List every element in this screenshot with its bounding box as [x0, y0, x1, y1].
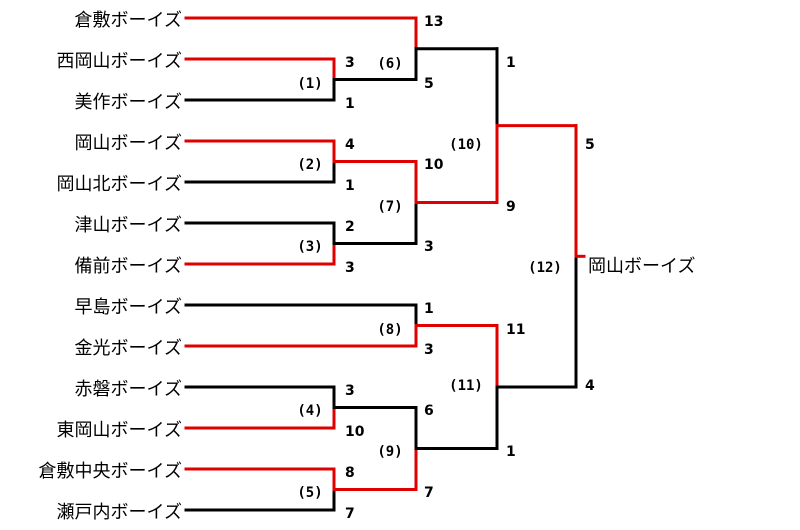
bracket-lines [184, 16, 586, 512]
match-label: (7) [377, 199, 402, 215]
team-name: 西岡山ボーイズ [57, 51, 182, 72]
team-name: 倉敷中央ボーイズ [39, 461, 182, 482]
team-name: 備前ボーイズ [75, 256, 182, 277]
score: 3 [345, 55, 355, 71]
match-label: (8) [377, 322, 402, 338]
score: 10 [345, 424, 365, 440]
score: 9 [506, 199, 516, 215]
match-label: (5) [297, 485, 322, 501]
score: 5 [424, 76, 434, 92]
score: 1 [424, 301, 434, 317]
team-name: 岡山北ボーイズ [57, 174, 182, 195]
team-name: 赤磐ボーイズ [75, 379, 182, 400]
bracket-labels: 倉敷ボーイズ 西岡山ボーイズ 美作ボーイズ 岡山ボーイズ 岡山北ボーイズ 津山ボ… [39, 10, 696, 523]
score: 1 [506, 55, 516, 71]
team-name: 美作ボーイズ [75, 92, 182, 113]
team-name: 岡山ボーイズ [75, 133, 182, 154]
score: 3 [424, 342, 434, 358]
score: 3 [424, 239, 434, 255]
score: 7 [345, 506, 355, 522]
match-label: (1) [297, 76, 322, 92]
team-name: 金光ボーイズ [75, 338, 182, 359]
match-label: (11) [449, 378, 483, 394]
score: 3 [345, 383, 355, 399]
score: 10 [424, 157, 444, 173]
score: 1 [345, 96, 355, 112]
score: 8 [345, 465, 355, 481]
team-name: 早島ボーイズ [75, 297, 182, 318]
score: 1 [506, 444, 516, 460]
score: 5 [585, 137, 595, 153]
match-label: (4) [297, 403, 322, 419]
team-name: 津山ボーイズ [75, 215, 182, 236]
team-name: 倉敷ボーイズ [75, 10, 182, 31]
score: 2 [345, 219, 355, 235]
match-label: (10) [449, 137, 483, 153]
match-label: (3) [297, 239, 322, 255]
score: 3 [345, 260, 355, 276]
team-name: 瀬戸内ボーイズ [57, 502, 182, 523]
score: 13 [424, 14, 443, 30]
match-label: (12) [528, 260, 562, 276]
match-label: (9) [377, 444, 402, 460]
champion-name: 岡山ボーイズ [588, 256, 695, 277]
score: 4 [585, 378, 595, 394]
score: 6 [424, 403, 434, 419]
match-label: (2) [297, 157, 322, 173]
score: 7 [424, 485, 434, 501]
score: 11 [506, 322, 525, 338]
score: 1 [345, 178, 355, 194]
score: 4 [345, 137, 355, 153]
team-name: 東岡山ボーイズ [57, 420, 182, 441]
match-label: (6) [377, 56, 402, 72]
